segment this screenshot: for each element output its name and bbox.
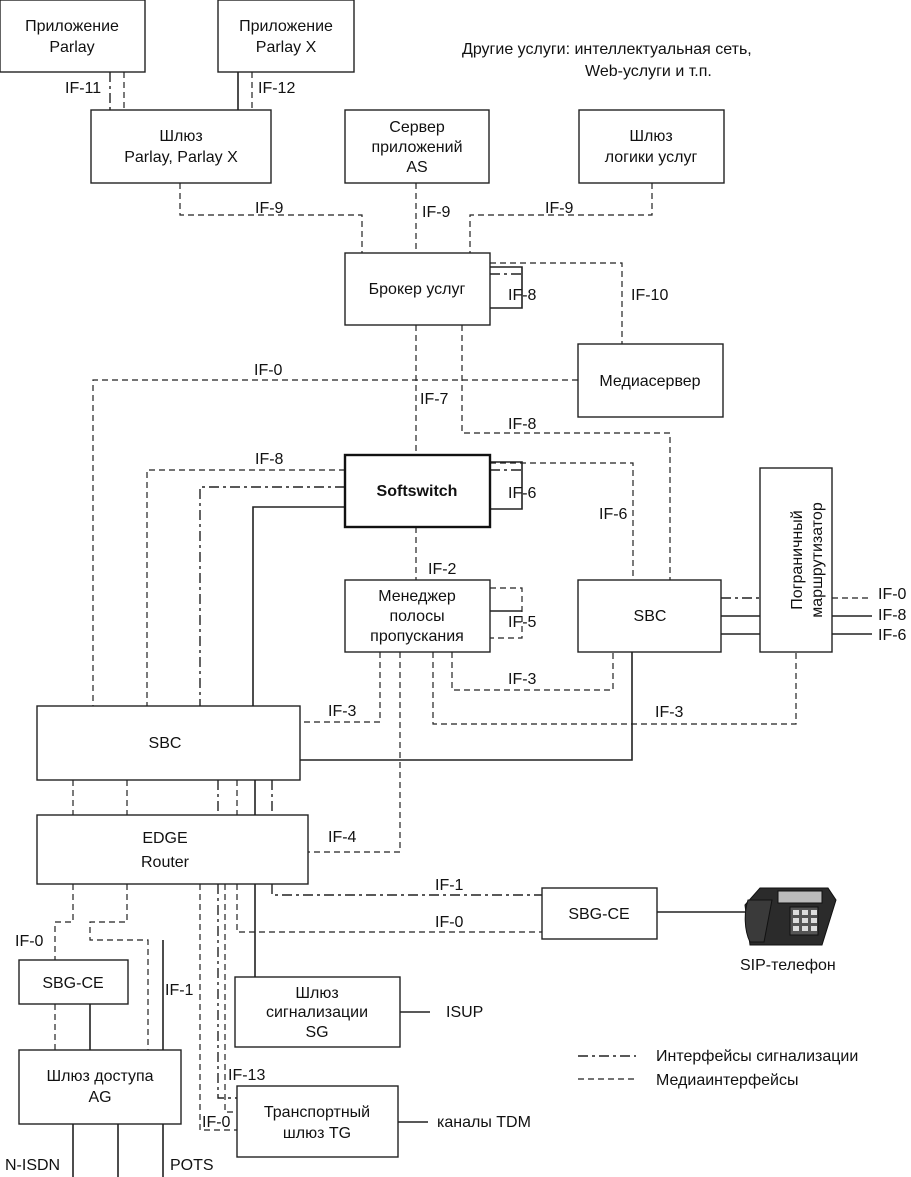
application-server-box: Сервер приложений AS bbox=[344, 109, 490, 184]
legend-media-label: Медиаинтерфейсы bbox=[656, 1072, 798, 1089]
isup-label: ISUP bbox=[446, 1004, 483, 1021]
border-router-line2: маршрутизатор bbox=[809, 502, 826, 618]
edge-router-line2: Router bbox=[141, 854, 190, 871]
parlay-gateway-line2: Parlay, Parlay X bbox=[124, 149, 238, 166]
border-router-box: Пограничный маршрутизатор bbox=[759, 467, 833, 653]
external-labels: SIP-телефон ISUP каналы TDM N-ISDN POTS bbox=[5, 957, 836, 1174]
if9-left-label: IF-9 bbox=[255, 200, 284, 217]
sg-line3: SG bbox=[305, 1024, 328, 1041]
logic-gateway-line1: Шлюз bbox=[629, 128, 672, 145]
other-services-line1: Другие услуги: интеллектуальная сеть, bbox=[462, 41, 752, 58]
connections bbox=[54, 72, 872, 1177]
nisdn-label: N-ISDN bbox=[5, 1157, 60, 1174]
edge-router-box: EDGE Router bbox=[36, 814, 309, 885]
if8-left-label: IF-8 bbox=[255, 451, 284, 468]
as-line2: приложений bbox=[371, 139, 462, 156]
bw-line3: пропускания bbox=[370, 628, 464, 645]
if9-center-label: IF-9 bbox=[422, 204, 451, 221]
parlay-gateway-box: Шлюз Parlay, Parlay X bbox=[90, 109, 272, 184]
if6-right-label: IF-6 bbox=[599, 506, 628, 523]
sbc-left-label: SBC bbox=[149, 735, 182, 752]
as-line3: AS bbox=[406, 159, 427, 176]
sbg-ce-left-label: SBG-CE bbox=[42, 975, 103, 992]
bandwidth-manager-box: Менеджер полосы пропускания bbox=[344, 579, 491, 653]
if10-label: IF-10 bbox=[631, 287, 668, 304]
if11-label: IF-11 bbox=[65, 80, 101, 97]
if1-access-label: IF-1 bbox=[165, 982, 194, 999]
parlay-app-line1: Приложение bbox=[25, 18, 119, 35]
as-line1: Сервер bbox=[389, 119, 445, 136]
tdm-label: каналы TDM bbox=[437, 1114, 531, 1131]
sbc-right-label: SBC bbox=[634, 608, 667, 625]
legend-signaling-label: Интерфейсы сигнализации bbox=[656, 1048, 858, 1065]
if3-mid-label: IF-3 bbox=[508, 671, 537, 688]
sbg-ce-right-box: SBG-CE bbox=[541, 887, 658, 940]
if0-access-label: IF-0 bbox=[15, 933, 44, 950]
if0-ext-label: IF-0 bbox=[878, 586, 907, 603]
if9-right-label: IF-9 bbox=[545, 200, 574, 217]
if0-media-label: IF-0 bbox=[254, 362, 283, 379]
sg-line2: сигнализации bbox=[266, 1004, 368, 1021]
sbg-ce-right-label: SBG-CE bbox=[568, 906, 629, 923]
if8-ext-label: IF-8 bbox=[878, 607, 907, 624]
mediaserver-box: Медиасервер bbox=[577, 343, 724, 418]
sbc-left-box: SBC bbox=[36, 705, 301, 781]
if1-phone-label: IF-1 bbox=[435, 877, 464, 894]
if5-label: IF-5 bbox=[508, 614, 537, 631]
if0-phone-label: IF-0 bbox=[435, 914, 464, 931]
softswitch-label: Softswitch bbox=[377, 483, 458, 500]
broker-label: Брокер услуг bbox=[369, 281, 466, 298]
parlay-app-line2: Parlay bbox=[49, 39, 94, 56]
sip-phone-label: SIP-телефон bbox=[740, 957, 836, 974]
parlayx-app-box: Приложение Parlay X bbox=[217, 0, 355, 73]
sbc-right-box: SBC bbox=[577, 579, 722, 653]
tg-line1: Транспортный bbox=[264, 1104, 370, 1121]
tg-line2: шлюз TG bbox=[283, 1125, 351, 1142]
border-router-line1: Пограничный bbox=[789, 510, 806, 609]
if6-soft-label: IF-6 bbox=[508, 485, 537, 502]
parlay-app-box: Приложение Parlay bbox=[0, 0, 146, 73]
if12-label: IF-12 bbox=[258, 80, 295, 97]
parlayx-app-line2: Parlay X bbox=[256, 39, 317, 56]
other-services-line2: Web-услуги и т.п. bbox=[585, 63, 712, 80]
softswitch-box: Softswitch bbox=[343, 453, 492, 529]
sg-line1: Шлюз bbox=[295, 985, 338, 1002]
transport-gateway-box: Транспортный шлюз TG bbox=[236, 1085, 399, 1158]
sip-phone-icon bbox=[744, 887, 837, 946]
access-gateway-box: Шлюз доступа AG bbox=[18, 1049, 182, 1125]
other-services-note: Другие услуги: интеллектуальная сеть, We… bbox=[462, 41, 752, 80]
ag-line1: Шлюз доступа bbox=[46, 1068, 153, 1085]
bw-line1: Менеджер bbox=[378, 588, 456, 605]
interface-labels: IF-11 IF-12 IF-9 IF-9 IF-9 IF-8 IF-10 IF… bbox=[15, 80, 907, 1131]
if2-label: IF-2 bbox=[428, 561, 457, 578]
if8-broker-label: IF-8 bbox=[508, 287, 537, 304]
signaling-gateway-box: Шлюз сигнализации SG bbox=[234, 976, 401, 1048]
sbg-ce-left-box: SBG-CE bbox=[18, 959, 129, 1005]
if3-right-label: IF-3 bbox=[655, 704, 684, 721]
mediaserver-label: Медиасервер bbox=[599, 373, 700, 390]
if3-left-label: IF-3 bbox=[328, 703, 357, 720]
if6-ext-label: IF-6 bbox=[878, 627, 907, 644]
ag-line2: AG bbox=[88, 1089, 111, 1106]
parlay-gateway-line1: Шлюз bbox=[159, 128, 202, 145]
if8-mid-label: IF-8 bbox=[508, 416, 537, 433]
if13-label: IF-13 bbox=[228, 1067, 265, 1084]
service-broker-box: Брокер услуг bbox=[344, 252, 491, 326]
logic-gateway-box: Шлюз логики услуг bbox=[578, 109, 725, 184]
parlayx-app-line1: Приложение bbox=[239, 18, 333, 35]
edge-router-line1: EDGE bbox=[142, 830, 187, 847]
if4-label: IF-4 bbox=[328, 829, 357, 846]
if7-label: IF-7 bbox=[420, 391, 449, 408]
if0-tg-label: IF-0 bbox=[202, 1114, 231, 1131]
pots-label: POTS bbox=[170, 1157, 214, 1174]
logic-gateway-line2: логики услуг bbox=[605, 149, 698, 166]
bw-line2: полосы bbox=[389, 608, 444, 625]
legend: Интерфейсы сигнализации Медиаинтерфейсы bbox=[656, 1048, 858, 1089]
